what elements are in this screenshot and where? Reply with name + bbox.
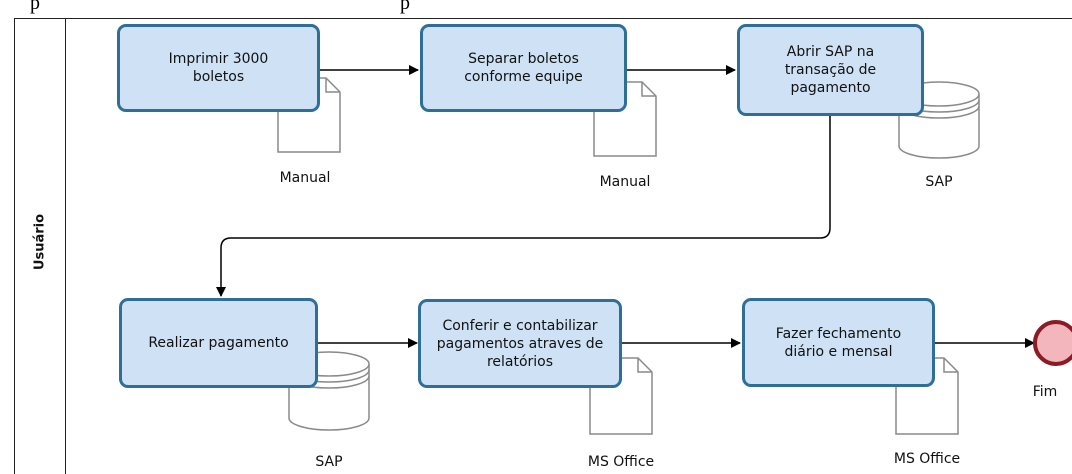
header-fragment-left: p bbox=[30, 0, 40, 14]
artifact-label-ms-office-2: MS Office bbox=[893, 451, 961, 467]
artifact-label-sap-1: SAP bbox=[925, 174, 953, 190]
task-imprimir-boletos[interactable]: Imprimir 3000 boletos bbox=[117, 24, 320, 112]
swimlane-header bbox=[14, 18, 66, 474]
end-event-label: Fim bbox=[1032, 384, 1058, 400]
task-abrir-sap[interactable]: Abrir SAP na transação de pagamento bbox=[737, 24, 924, 116]
artifact-label-manual-1: Manual bbox=[279, 170, 331, 186]
task-fazer-fechamento[interactable]: Fazer fechamento diário e mensal bbox=[742, 298, 935, 387]
task-realizar-pagamento[interactable]: Realizar pagamento bbox=[119, 298, 318, 388]
header-fragment-right: p bbox=[400, 0, 410, 14]
artifact-label-sap-2: SAP bbox=[315, 454, 343, 470]
task-separar-boletos[interactable]: Separar boletos conforme equipe bbox=[420, 24, 627, 112]
swimlane bbox=[14, 18, 1072, 474]
artifact-label-ms-office-1: MS Office bbox=[587, 454, 655, 470]
flow-arrow-3 bbox=[216, 116, 831, 297]
artifact-label-manual-2: Manual bbox=[599, 174, 651, 190]
end-event-circle bbox=[1033, 320, 1072, 366]
task-conferir-contabilizar[interactable]: Conferir e contabilizar pagamentos atrav… bbox=[418, 299, 622, 388]
